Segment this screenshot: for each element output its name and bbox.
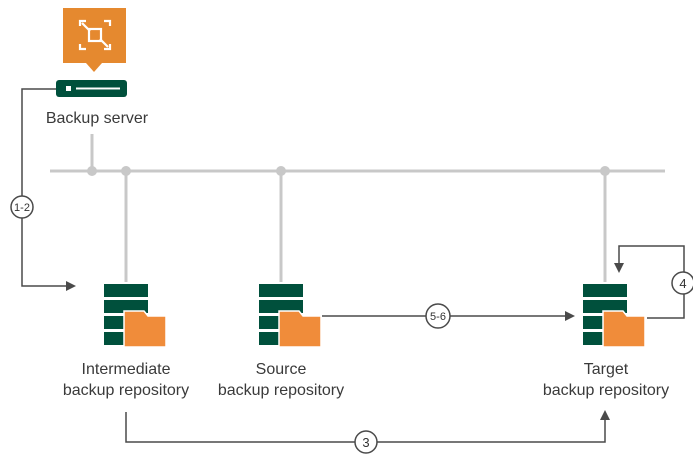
step-1-2-badge: 1-2 xyxy=(10,195,34,219)
network-bus xyxy=(50,134,665,282)
source-label-line1: Source xyxy=(256,361,307,378)
step-5-6-badge: 5-6 xyxy=(425,303,451,329)
intermediate-repository-icon xyxy=(104,284,167,348)
bus-node xyxy=(600,166,610,176)
target-repository-icon xyxy=(583,284,646,348)
source-label-line2: backup repository xyxy=(218,382,344,399)
step-3-badge: 3 xyxy=(354,430,378,454)
bus-node xyxy=(87,166,97,176)
flow-1-2-connector xyxy=(21,88,76,291)
step-4-badge: 4 xyxy=(671,271,693,295)
svg-text:5-6: 5-6 xyxy=(430,311,446,323)
source-repository-icon xyxy=(259,284,322,348)
svg-text:3: 3 xyxy=(362,435,369,450)
svg-text:1-2: 1-2 xyxy=(14,202,30,214)
flow-4-loop-connector xyxy=(614,245,685,319)
svg-text:4: 4 xyxy=(679,276,686,291)
backup-server-label: Backup server xyxy=(46,110,149,127)
backup-server-icon xyxy=(56,8,127,97)
target-label-line1: Target xyxy=(584,361,629,378)
intermediate-label-line2: backup repository xyxy=(63,382,189,399)
bus-node xyxy=(121,166,131,176)
target-label-line2: backup repository xyxy=(543,382,669,399)
intermediate-label-line1: Intermediate xyxy=(82,361,171,378)
bus-node xyxy=(276,166,286,176)
